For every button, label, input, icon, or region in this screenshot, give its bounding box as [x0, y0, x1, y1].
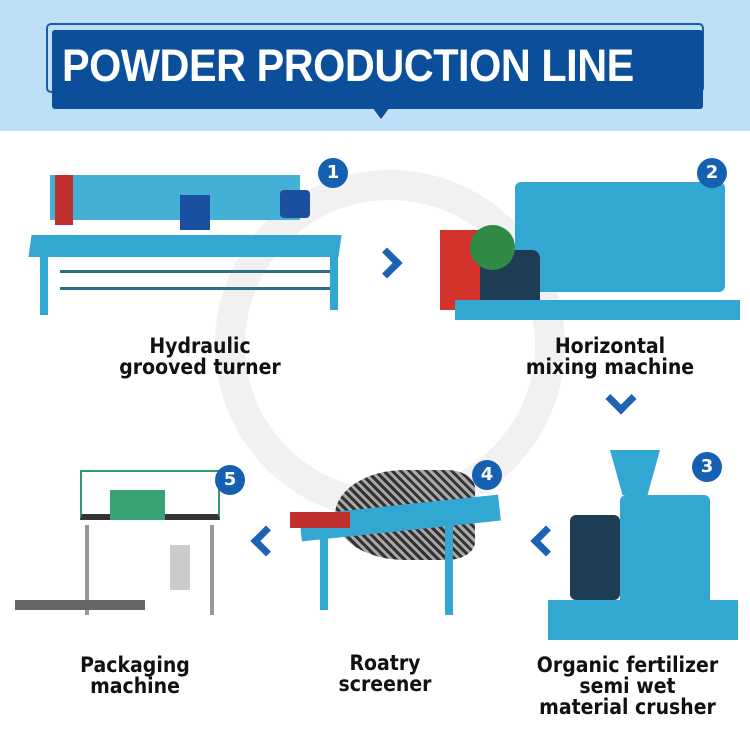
- label-line: screener: [338, 672, 432, 696]
- arrow-down-icon: [605, 383, 637, 415]
- arrow-left-icon: [250, 525, 282, 557]
- label-line: Organic fertilizer: [536, 653, 719, 677]
- step-label-2: Horizontal mixing machine: [511, 336, 709, 378]
- label-line: machine: [90, 674, 180, 698]
- label-line: Roatry: [349, 651, 421, 675]
- label-line: Hydraulic: [149, 334, 251, 358]
- step-number-4: 4: [472, 460, 502, 490]
- step-number-2: 2: [697, 158, 727, 188]
- step-label-1: Hydraulic grooved turner: [110, 336, 290, 378]
- step-label-4: Roatry screener: [318, 653, 453, 695]
- step-number-1: 1: [318, 158, 348, 188]
- label-line: mixing machine: [525, 355, 695, 379]
- label-line: Packaging: [80, 653, 190, 677]
- title-text: POWDER PRODUCTION LINE: [62, 40, 634, 91]
- step-label-5: Packaging machine: [63, 655, 207, 697]
- label-line: grooved turner: [119, 355, 281, 379]
- label-line: Horizontal: [554, 334, 666, 358]
- step-label-3: Organic fertilizer semi wet material cru…: [517, 655, 738, 718]
- step-number-3: 3: [692, 452, 722, 482]
- page-title: POWDER PRODUCTION LINE: [52, 30, 703, 109]
- step-number-5: 5: [215, 465, 245, 495]
- arrow-left-icon: [530, 525, 562, 557]
- label-line: material crusher: [539, 695, 716, 719]
- label-line: semi wet: [579, 674, 676, 698]
- banner-pointer: [372, 107, 390, 119]
